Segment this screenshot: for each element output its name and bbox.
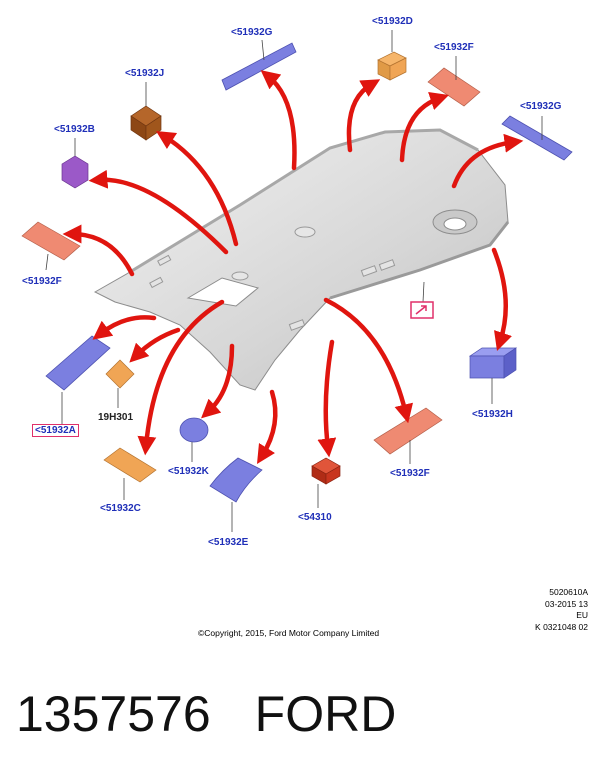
arrow-to-54310 [317, 339, 337, 458]
callout-51932C: <51932C [100, 503, 141, 514]
callout-51932A[interactable]: <51932A [32, 424, 79, 437]
callout-51932E: <51932E [208, 537, 249, 548]
part-51932C [103, 447, 157, 500]
callout-51932B: <51932B [54, 124, 95, 135]
part-51932G-right [501, 115, 573, 161]
part-19H301 [105, 359, 135, 408]
callout-51932H: <51932H [472, 409, 513, 420]
callout-51932A-text[interactable]: <51932A [32, 424, 79, 437]
callout-51932F-top: <51932F [434, 42, 474, 53]
footer-caption: 1357576 FORD [16, 685, 396, 743]
callout-54310: <54310 [298, 512, 332, 523]
callout-51932K: <51932K [168, 466, 209, 477]
arrow-to-51932J [156, 130, 239, 247]
callout-51932F-left: <51932F [22, 276, 62, 287]
copyright-notice: ©Copyright, 2015, Ford Motor Company Lim… [198, 628, 380, 638]
arrow-to-51932H [491, 247, 512, 351]
arrow-to-51932G-right [451, 133, 524, 189]
part-51932D [377, 30, 407, 81]
part-51932K [179, 417, 209, 462]
part-51932F-left [21, 221, 81, 271]
callout-51932G-right: <51932G [520, 101, 562, 112]
illustration-stamp: 5020610A 03-2015 13 EU K 0321048 02 [535, 587, 588, 633]
callout-19H301: 19H301 [98, 412, 134, 423]
brand-name: FORD [254, 686, 397, 742]
arrow-to-51932G-top [260, 70, 297, 171]
callout-51932G-top: <51932G [231, 27, 273, 38]
arrow-to-51932F-bottom [323, 297, 414, 424]
part-51932H [468, 347, 518, 404]
callout-51932D: <51932D [372, 16, 413, 27]
arrow-to-51932E [256, 389, 278, 465]
arrows [62, 70, 524, 465]
part-51932F-bottom [373, 407, 443, 464]
arrow-to-51932C [137, 299, 225, 456]
callout-51932F-bottom: <51932F [390, 468, 430, 479]
stamp-line-1: 5020610A [549, 587, 588, 597]
part-51932J [130, 82, 162, 141]
headliner-panel [93, 128, 510, 391]
arrow-to-51932D [346, 79, 381, 153]
arrow-to-51932A [92, 315, 157, 340]
arrow-to-51932F-top [399, 92, 449, 163]
arrow-to-51932B [88, 169, 229, 255]
part-54310 [311, 457, 341, 508]
part-51932G-top [221, 39, 297, 91]
part-51932A [45, 335, 111, 424]
part-51932E [209, 457, 263, 532]
callout-51932J: <51932J [125, 68, 165, 79]
part-51932F-top [427, 56, 481, 107]
arrow-to-51932F-left [62, 224, 135, 277]
stamp-line-4: K 0321048 02 [535, 621, 588, 632]
stamp-line-2: 03-2015 13 [544, 598, 588, 609]
stamp-line-3: EU [576, 610, 588, 620]
arrow-to-19H301 [129, 327, 181, 363]
part-number: 1357576 [16, 686, 211, 742]
part-51932B [61, 138, 89, 189]
arrow-to-51932K [201, 343, 235, 419]
